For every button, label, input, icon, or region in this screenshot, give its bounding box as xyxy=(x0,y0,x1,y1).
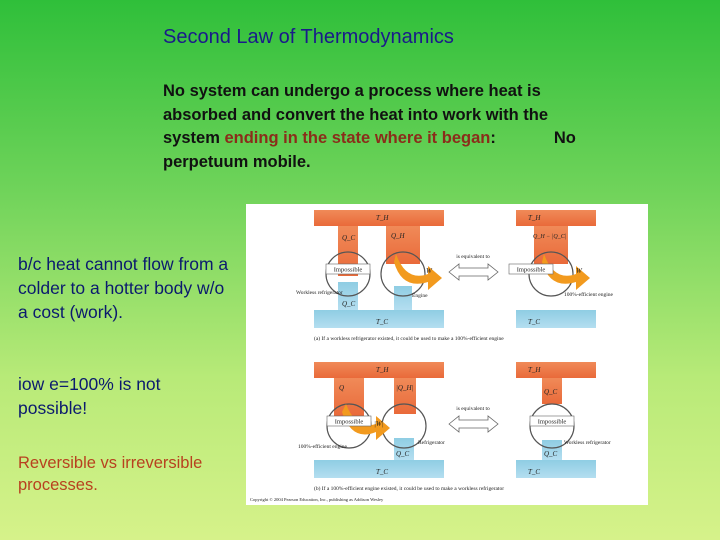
heat-flow-b-right xyxy=(542,378,562,404)
statement-colon: : xyxy=(490,129,496,147)
heat-engine-figure: Impossible T_H T_C Q_C Q_H Q_C W Workles… xyxy=(246,204,648,505)
tc-label-b-left: T_C xyxy=(376,468,388,476)
equivalence-arrow-a xyxy=(448,263,499,281)
efficient-engine-label-b: 100%-efficient engine xyxy=(298,443,347,450)
th-label-a-left: T_H xyxy=(376,214,389,222)
qh-label-b-mid: |Q_H| xyxy=(396,384,414,392)
impossible-label-a-right: Impossible xyxy=(517,267,546,274)
q-label-b-left: Q xyxy=(339,384,344,392)
cold-reservoir-b-right xyxy=(516,460,596,478)
second-law-statement: No system can undergo a process where he… xyxy=(163,80,583,174)
qc-label-a-left-bottom: Q_C xyxy=(342,300,356,308)
w-label-a-mid: W xyxy=(426,267,433,275)
impossible-label-b-left: Impossible xyxy=(335,419,364,426)
cold-reservoir-right xyxy=(516,310,596,328)
qh-label-a-mid: Q_H xyxy=(391,232,406,240)
tc-label-a-right: T_C xyxy=(528,318,540,326)
th-label-b-right: T_H xyxy=(528,366,541,374)
engine-device xyxy=(380,251,426,297)
panel-a: Impossible T_H T_C Q_C Q_H Q_C W Workles… xyxy=(296,210,613,342)
cold-reservoir-b-left xyxy=(314,460,444,478)
qc-label-b-mid: Q_C xyxy=(396,450,410,458)
hot-reservoir-b-left xyxy=(314,362,444,378)
hot-reservoir-b-right xyxy=(516,362,596,378)
statement-text: No system can undergo a process where he… xyxy=(163,82,549,147)
impossible-label-b-right: Impossible xyxy=(538,419,567,426)
cold-flow-b-right xyxy=(542,440,562,460)
panel-b: Impossible T_H T_C Q |Q_H| Q_C |W| 100%-… xyxy=(298,362,611,492)
cold-reservoir-left xyxy=(314,310,444,328)
work-arrow-b xyxy=(342,404,390,440)
caption-b: (b) If a 100%-efficient engine existed, … xyxy=(314,485,504,492)
th-label-b-left: T_H xyxy=(376,366,389,374)
statement-highlight: ending in the state where it began xyxy=(224,129,491,147)
heat-flow-left xyxy=(338,226,358,276)
slide-title: Second Law of Thermodynamics xyxy=(163,26,454,48)
heat-flow-engine xyxy=(386,226,420,264)
cold-flow-engine xyxy=(394,286,412,310)
heat-flow-b-left xyxy=(334,378,364,416)
tc-label-a-left: T_C xyxy=(376,318,388,326)
equivalence-arrow-b xyxy=(448,415,499,433)
copyright-text: Copyright © 2004 Pearson Education, Inc.… xyxy=(250,497,384,503)
qc-label-a-left: Q_C xyxy=(342,234,356,242)
hot-reservoir-left xyxy=(314,210,444,226)
cold-flow-b-mid xyxy=(394,438,414,460)
no-perpetuum-mobile: No perpetuum mobile. xyxy=(163,129,576,171)
w-label-b-mid: |W| xyxy=(374,420,384,428)
caption-a: (a) If a workless refrigerator existed, … xyxy=(314,335,504,342)
engine-label-a: Engine xyxy=(412,293,428,299)
efficient-engine-label-a: 100%-efficient engine xyxy=(564,291,613,298)
heat-engine-diagram: Impossible T_H T_C Q_C Q_H Q_C W Workles… xyxy=(250,210,613,503)
w-label-a-right: W xyxy=(576,267,583,275)
tc-label-b-right: T_C xyxy=(528,468,540,476)
refrigerator-label-b: Refrigerator xyxy=(418,439,445,446)
heat-flow-right xyxy=(534,226,568,264)
side-note-efficiency: iow e=100% is not possible! xyxy=(18,374,161,418)
side-note-reversible: Reversible vs irreversible processes. xyxy=(18,454,203,494)
qh-minus-qc-label-a: Q_H − |Q_C| xyxy=(533,234,567,240)
is-equivalent-label-a: is equivalent to xyxy=(456,254,490,260)
workless-refrigerator-label-b: Workless refrigerator xyxy=(564,439,611,446)
workless-refrigerator-label-a: Workless refrigerator xyxy=(296,289,343,296)
side-note-heat-flow: b/c heat cannot flow from a colder to a … xyxy=(18,254,229,322)
impossible-label-a-left: Impossible xyxy=(334,267,363,274)
hot-reservoir-right xyxy=(516,210,596,226)
qc-label-b-right2: Q_C xyxy=(544,450,558,458)
qc-label-b-right: Q_C xyxy=(544,388,558,396)
th-label-a-right: T_H xyxy=(528,214,541,222)
work-arrow-engine xyxy=(394,254,442,290)
is-equivalent-label-b: is equivalent to xyxy=(456,406,490,412)
work-arrow-right xyxy=(542,254,590,290)
